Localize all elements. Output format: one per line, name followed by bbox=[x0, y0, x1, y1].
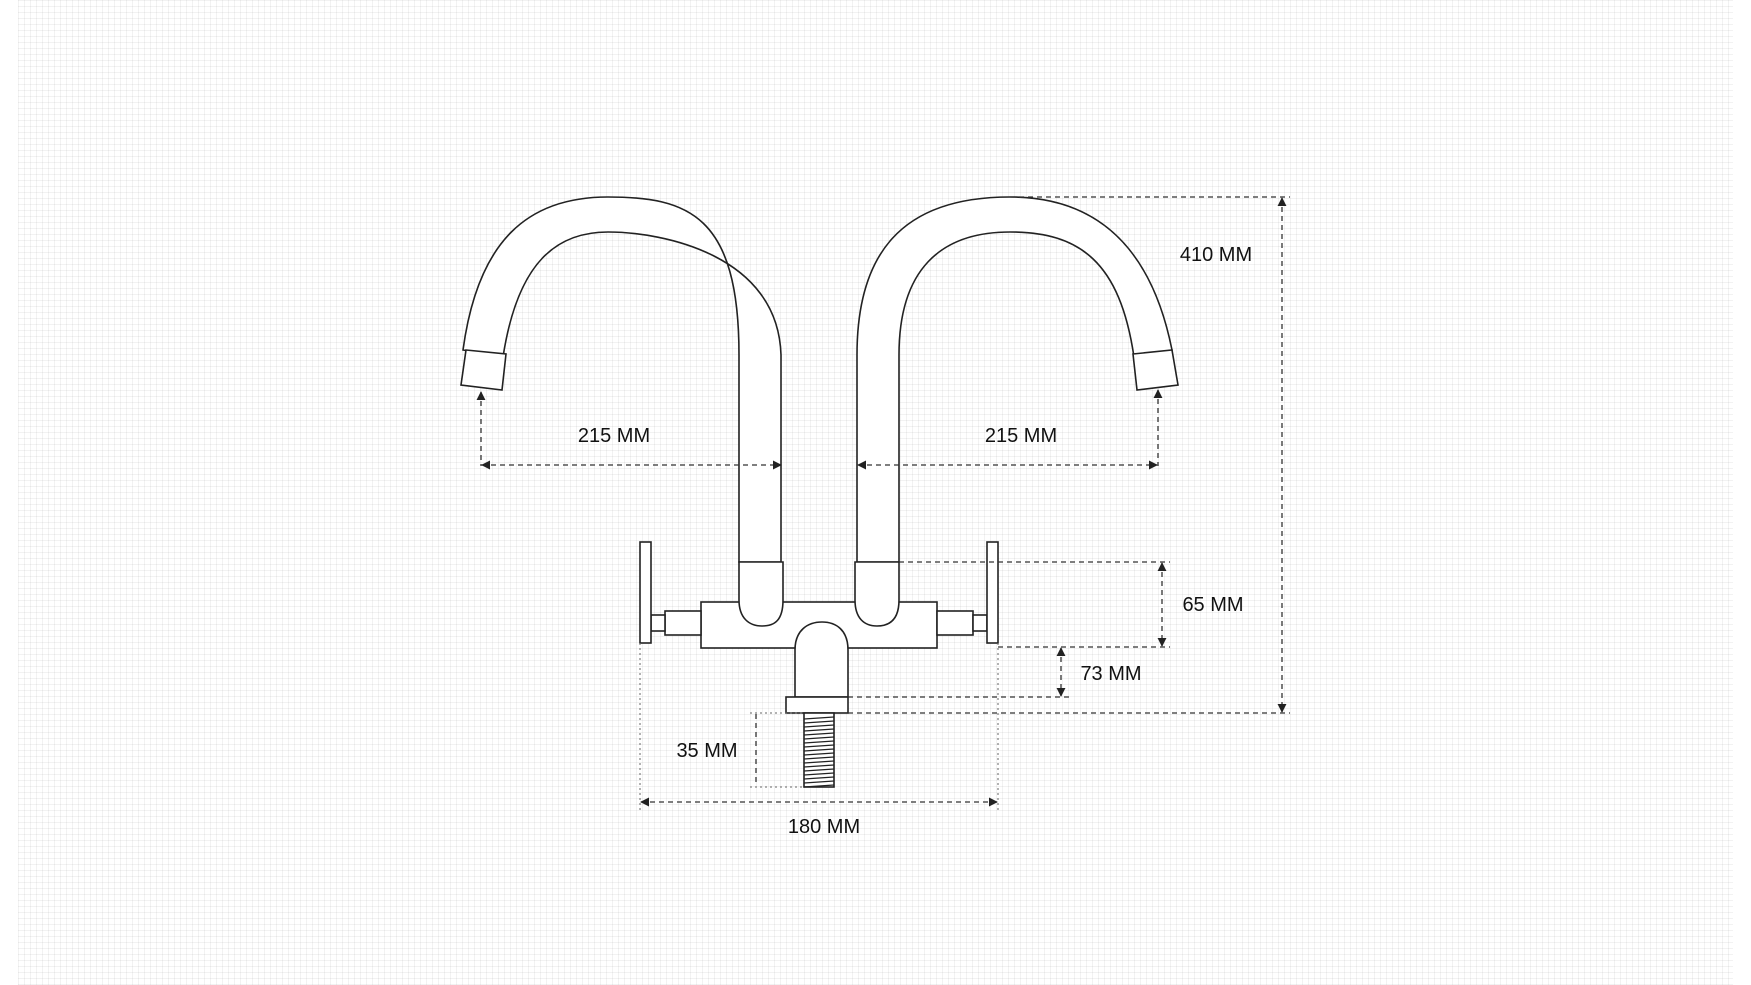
left-spout-pipe bbox=[462, 196, 782, 563]
thread-line bbox=[803, 744, 835, 748]
left-handle-lever bbox=[639, 541, 652, 644]
thread-line bbox=[803, 772, 835, 776]
thread-line bbox=[803, 728, 835, 732]
thread-line bbox=[803, 732, 835, 736]
label-thread-length: 35 MM bbox=[676, 740, 737, 762]
thread-line bbox=[803, 724, 835, 728]
right-handle-lever bbox=[986, 541, 999, 644]
thread-line bbox=[803, 776, 835, 780]
thread-line bbox=[803, 748, 835, 752]
left-handle bbox=[639, 541, 702, 644]
thread-line bbox=[803, 720, 835, 724]
label-handle-span: 180 MM bbox=[788, 816, 860, 838]
dim-left-reach bbox=[476, 391, 782, 470]
dim-total-height bbox=[848, 196, 1290, 714]
thread-line bbox=[803, 752, 835, 756]
shank-threads bbox=[803, 716, 835, 788]
faucet-body bbox=[700, 561, 938, 788]
right-spout-nozzle bbox=[1132, 349, 1179, 391]
right-handle-neck bbox=[936, 610, 974, 636]
thread-line bbox=[803, 764, 835, 768]
right-handle-collar bbox=[972, 614, 988, 632]
label-total-height: 410 MM bbox=[1180, 244, 1252, 266]
label-stem-height: 73 MM bbox=[1080, 663, 1141, 685]
left-handle-neck bbox=[664, 610, 702, 636]
right-handle bbox=[936, 541, 999, 644]
label-body-height: 65 MM bbox=[1182, 594, 1243, 616]
dim-stem-height bbox=[848, 647, 1070, 698]
thread-line bbox=[803, 768, 835, 772]
left-spout bbox=[460, 196, 782, 563]
right-spout-pipe bbox=[856, 196, 1173, 563]
thread-line bbox=[803, 784, 835, 788]
center-stem bbox=[794, 621, 849, 698]
right-spout bbox=[856, 196, 1179, 563]
thread-line bbox=[803, 756, 835, 760]
left-collar bbox=[738, 561, 784, 627]
thread-line bbox=[803, 736, 835, 740]
right-collar bbox=[854, 561, 900, 627]
mounting-flange bbox=[785, 696, 849, 714]
thread-line bbox=[803, 740, 835, 744]
dim-thread-length bbox=[750, 712, 804, 788]
thread-line bbox=[803, 780, 835, 784]
left-spout-nozzle bbox=[460, 349, 507, 391]
label-left-reach: 215 MM bbox=[578, 425, 650, 447]
thread-line bbox=[803, 716, 835, 720]
dim-right-reach bbox=[857, 389, 1163, 470]
thread-line bbox=[803, 760, 835, 764]
label-right-reach: 215 MM bbox=[985, 425, 1057, 447]
dim-body-height bbox=[899, 561, 1170, 648]
left-handle-collar bbox=[650, 614, 666, 632]
